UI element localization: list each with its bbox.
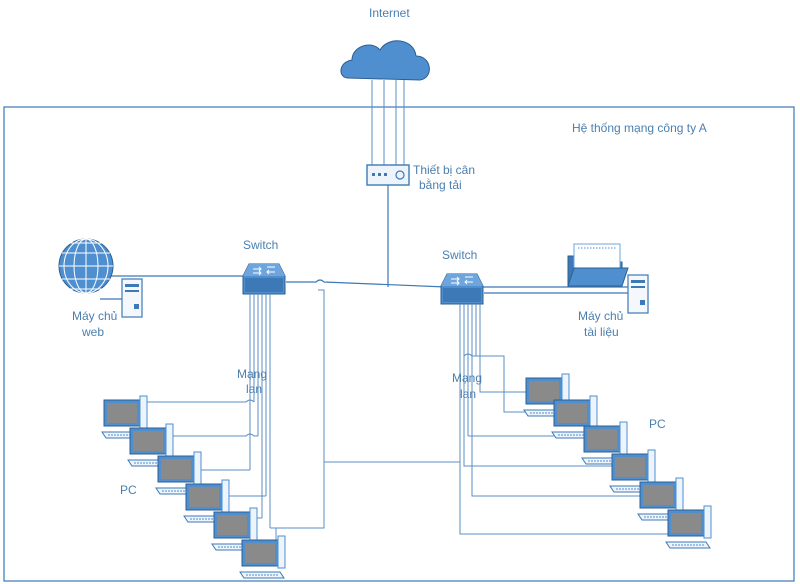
file-server-icon (627, 274, 649, 314)
web-server-icon (121, 278, 143, 318)
company-network-boundary (3, 106, 795, 582)
right-switch-label: Switch (442, 248, 477, 262)
right-pc-6 (665, 505, 712, 549)
company-network-label: Hệ thống mạng công ty A (572, 121, 707, 135)
right-pc-label: PC (649, 417, 666, 431)
left-switch-label: Switch (243, 238, 278, 252)
file-server-label-line2: tài liệu (584, 325, 619, 339)
internet-label: Internet (369, 6, 410, 20)
load-balancer-label-line1: Thiết bị cân (413, 163, 475, 177)
load-balancer-label-line2: bằng tải (419, 177, 462, 192)
right-lan-label-line2: lan (460, 387, 476, 401)
internet-uplinks (371, 80, 405, 172)
load-balancer-icon (366, 164, 410, 186)
web-server-label-line1: Máy chủ (72, 309, 117, 323)
left-pc-6 (239, 535, 286, 579)
left-lan-label-line2: lan (246, 382, 262, 396)
left-pc-label: PC (120, 483, 137, 497)
left-lan-cabling (140, 289, 325, 540)
folder-icon (567, 243, 629, 287)
left-lan-label-line1: Mạng (237, 367, 267, 381)
file-server-label-line1: Máy chủ (578, 309, 623, 323)
cloud-icon (340, 40, 430, 81)
right-lan-label-line1: Mạng (452, 371, 482, 385)
right-switch-icon (440, 273, 484, 305)
left-switch-icon (242, 263, 286, 295)
web-server-label-line2: web (81, 325, 104, 339)
globe-icon (58, 238, 114, 294)
